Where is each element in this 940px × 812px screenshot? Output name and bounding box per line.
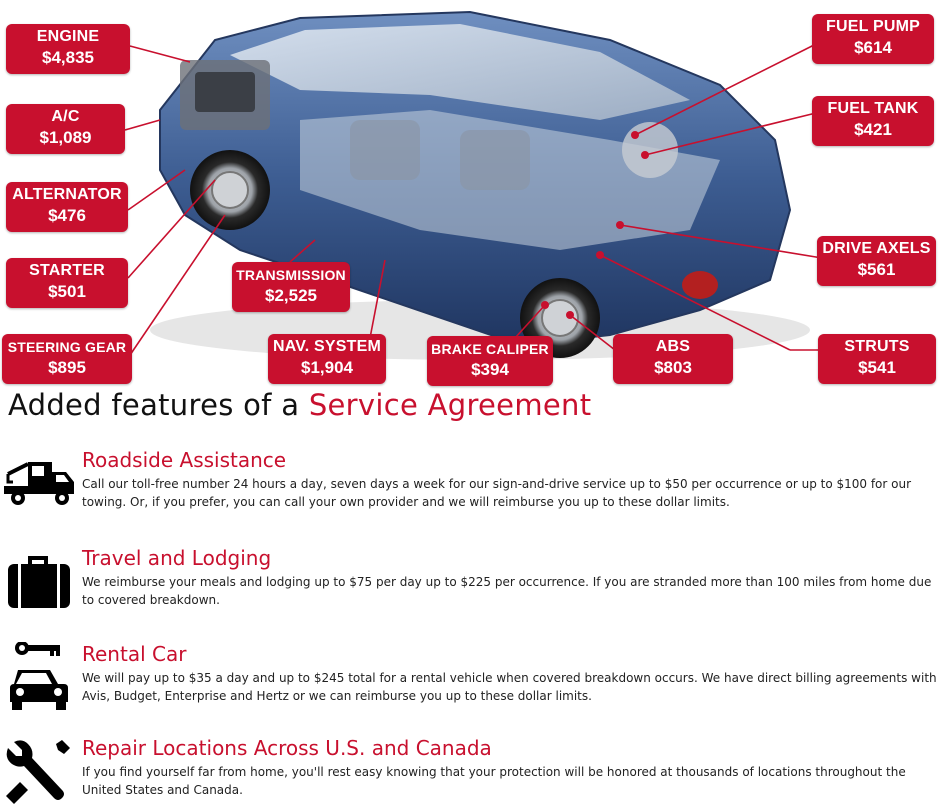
part-price: $614 <box>854 38 892 57</box>
car-parts-illustration: ENGINE $4,835 A/C $1,089 ALTERNATOR $476… <box>0 0 940 390</box>
feature-title: Travel and Lodging <box>82 546 272 570</box>
part-price: $541 <box>858 358 896 377</box>
drive-axels-price-tag: DRIVE AXELS $561 <box>817 236 936 286</box>
feature-repair-locations: Repair Locations Across U.S. and Canada … <box>0 736 940 812</box>
part-name: DRIVE AXELS <box>822 240 931 257</box>
suitcase-icon <box>8 556 70 608</box>
feature-text: If you find yourself far from home, you'… <box>82 765 906 797</box>
feature-title: Repair Locations Across U.S. and Canada <box>82 736 492 760</box>
part-name: ABS <box>655 338 691 355</box>
feature-title: Roadside Assistance <box>82 448 287 472</box>
part-price: $394 <box>471 360 509 379</box>
part-price: $895 <box>48 358 86 377</box>
section-title-prefix: Added features of a <box>8 388 309 422</box>
transmission-price-tag: TRANSMISSION $2,525 <box>232 262 350 312</box>
section-title-accent: Service Agreement <box>308 388 592 422</box>
fuel-tank-price-tag: FUEL TANK $421 <box>812 96 934 146</box>
part-price: $1,904 <box>301 358 353 377</box>
wrench-screwdriver-icon <box>6 740 70 804</box>
part-name: A/C <box>51 108 80 125</box>
feature-text: Call our toll-free number 24 hours a day… <box>82 477 912 509</box>
feature-text: We reimburse your meals and lodging up t… <box>82 575 932 607</box>
part-name: BRAKE CALIPER <box>431 341 549 357</box>
part-name: FUEL TANK <box>827 100 919 117</box>
starter-price-tag: STARTER $501 <box>6 258 128 308</box>
struts-price-tag: STRUTS $541 <box>818 334 936 384</box>
part-price: $421 <box>854 120 892 139</box>
feature-rental-car: Rental Car We will pay up to $35 a day a… <box>0 642 940 722</box>
feature-travel-lodging: Travel and Lodging We reimburse your mea… <box>0 546 940 626</box>
nav-system-price-tag: NAV. SYSTEM $1,904 <box>268 334 386 384</box>
section-title: Added features of a Service Agreement <box>8 388 591 422</box>
engine-price-tag: ENGINE $4,835 <box>6 24 130 74</box>
ac-price-tag: A/C $1,089 <box>6 104 125 154</box>
brake-caliper-price-tag: BRAKE CALIPER $394 <box>427 336 553 386</box>
fuel-pump-price-tag: FUEL PUMP $614 <box>812 14 934 64</box>
part-name: ALTERNATOR <box>12 186 122 203</box>
part-name: NAV. SYSTEM <box>272 338 381 355</box>
steering-gear-price-tag: STEERING GEAR $895 <box>2 334 132 384</box>
alternator-price-tag: ALTERNATOR $476 <box>6 182 128 232</box>
car-key-icon <box>10 642 68 710</box>
part-price: $803 <box>654 358 692 377</box>
feature-text: We will pay up to $35 a day and up to $2… <box>82 671 937 703</box>
part-price: $2,525 <box>265 286 317 305</box>
feature-roadside-assistance: Roadside Assistance Call our toll-free n… <box>0 448 940 528</box>
part-name: STRUTS <box>844 338 910 355</box>
part-price: $4,835 <box>42 48 94 67</box>
abs-price-tag: ABS $803 <box>613 334 733 384</box>
part-price: $1,089 <box>39 128 92 147</box>
feature-title: Rental Car <box>82 642 187 666</box>
part-price: $476 <box>48 206 86 225</box>
part-price: $561 <box>857 260 896 279</box>
tow-truck-icon <box>4 462 74 505</box>
car-cutaway-image <box>124 10 823 360</box>
part-price: $501 <box>48 282 86 301</box>
part-name: ENGINE <box>36 28 100 45</box>
part-name: TRANSMISSION <box>236 267 346 283</box>
part-name: STEERING GEAR <box>7 339 127 355</box>
part-name: FUEL PUMP <box>826 18 920 35</box>
part-name: STARTER <box>29 262 105 279</box>
